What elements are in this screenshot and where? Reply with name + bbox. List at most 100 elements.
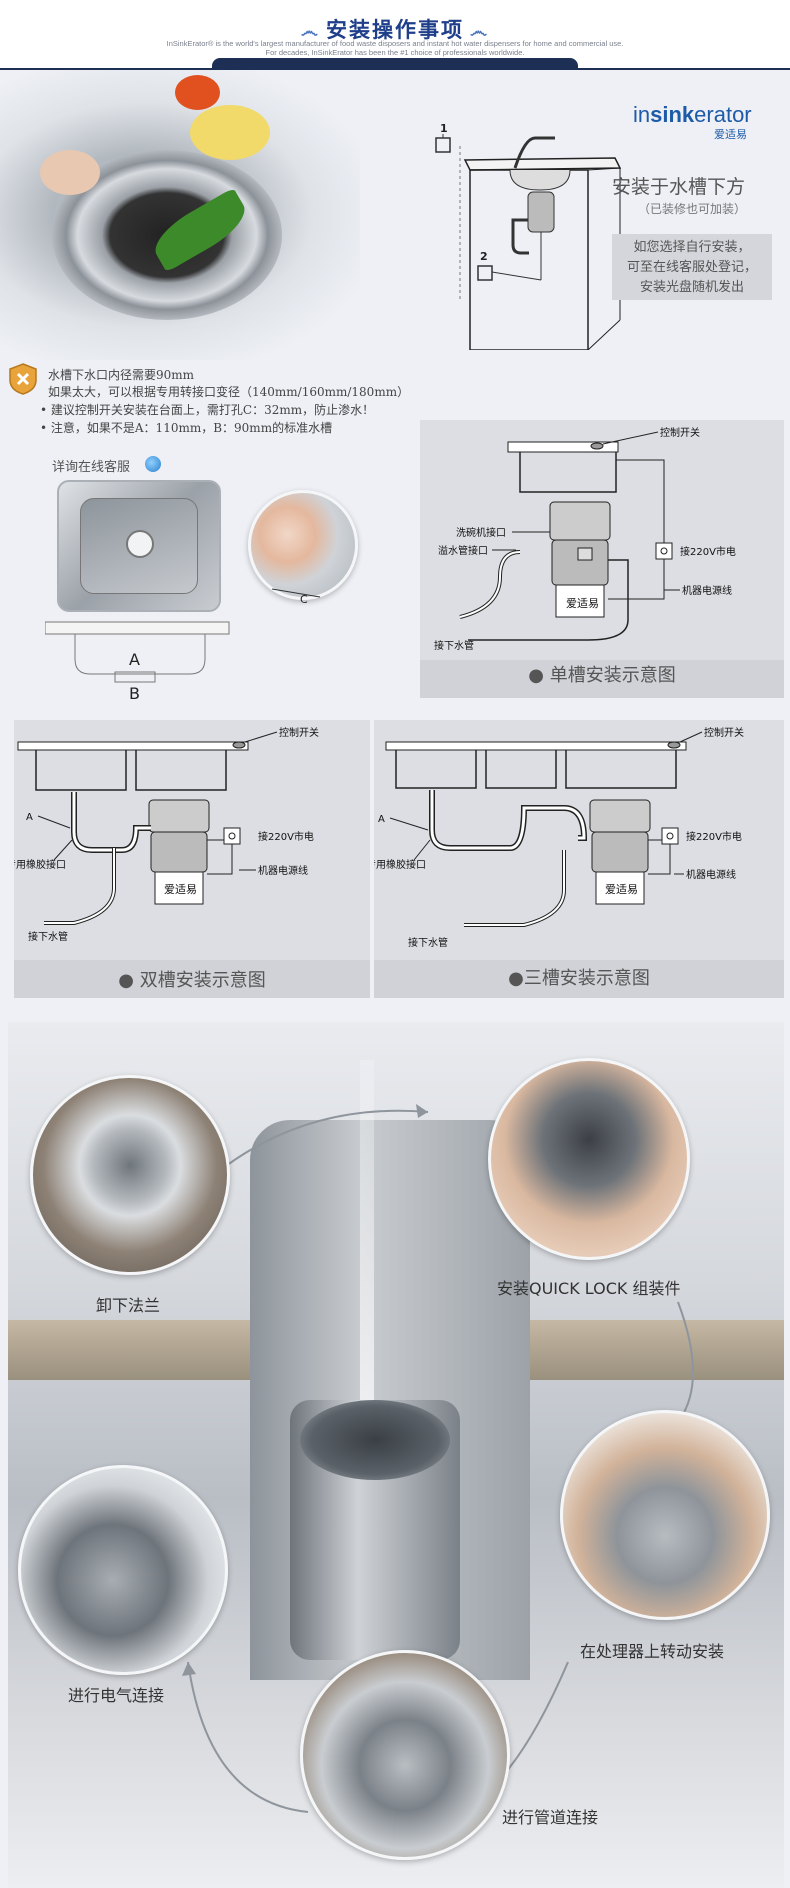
label-a: A — [26, 812, 33, 823]
switch-size-c-callout: C — [271, 588, 321, 605]
disposer-body-shape — [150, 831, 208, 873]
page-title: 安装操作事项 — [326, 18, 464, 42]
label-control-switch: 控制开关 — [704, 726, 744, 739]
power-outlet-shape — [661, 827, 679, 845]
step-electrical-label: 进行电气连接 — [68, 1686, 165, 1705]
label-power-cord: 机器电源线 — [682, 584, 732, 597]
self-install-note-box: 如您选择自行安装， 可至在线客服处登记， 安装光盘随机发出 — [612, 234, 772, 300]
label-power-cord: 机器电源线 — [258, 864, 308, 877]
lemon-image — [190, 105, 270, 160]
marker-1: 1 — [440, 122, 448, 135]
note-standard-sink: • 注意，如果不是A：110mm，B：90mm的标准水槽 — [40, 421, 333, 435]
control-switch-shape — [590, 442, 604, 450]
warning-shield-icon — [9, 363, 37, 395]
switch-box-2 — [477, 265, 493, 281]
faucet-shape — [513, 136, 555, 169]
sink-bowl-left-shape — [35, 750, 127, 791]
label-power: 接220V市电 — [686, 830, 742, 843]
marker-2: 2 — [480, 250, 488, 263]
label-drain: 接下水管 — [408, 936, 448, 949]
header-subtitle-2: For decades, InSinkErator has been the #… — [265, 48, 525, 57]
under-sink-install-diagram: 1 2 — [435, 122, 622, 350]
remove-flange-photo — [30, 1075, 230, 1275]
single-sink-caption: ● 单槽安装示意图 — [528, 665, 676, 686]
eggshell-image — [40, 150, 100, 195]
logo-erator: erator — [694, 102, 752, 127]
self-install-line-1: 如您选择自行安装， — [633, 240, 751, 255]
triple-sink-panel — [374, 720, 784, 998]
chat-bubble-icon[interactable] — [145, 456, 161, 472]
disposer-base-shape — [154, 871, 204, 905]
header-tab-band — [212, 58, 578, 70]
disposer-base-shape — [595, 871, 645, 905]
label-brand: 爱适易 — [566, 597, 599, 610]
sink-bowl-shape — [519, 452, 617, 493]
double-sink-diagram: 控制开关 爱适易 A 专用橡胶接口 接下水管 接220V市电 机器电源线 — [14, 726, 319, 943]
sink-cross-section-diagram: A B — [45, 621, 230, 700]
install-under-sink-title: 安装于水槽下方 — [612, 176, 746, 198]
step-plumbing-label: 进行管道连接 — [502, 1808, 599, 1827]
quick-lock-photo — [488, 1058, 690, 1260]
drain-hose-shape — [464, 850, 566, 927]
switch-box-1 — [435, 137, 451, 153]
logo-sink: sink — [650, 102, 695, 127]
note-switch-hole: • 建议控制开关安装在台面上，需打孔C：32mm，防止渗水！ — [40, 403, 375, 417]
arrow-step2-to-step3 — [677, 1301, 694, 1423]
water-stream-image — [360, 1060, 374, 1420]
step-twist-mount-label: 在处理器上转动安装 — [580, 1642, 725, 1661]
triple-sink-diagram: 控制开关 爱适易 A 专用橡胶接口 接下水管 接220V市电 机器电源线 — [374, 726, 744, 949]
label-drain: 接下水管 — [434, 639, 474, 652]
label-control-switch: 控制开关 — [660, 426, 700, 439]
brand-logo-cn: 爱适易 — [714, 128, 747, 141]
label-brand: 爱适易 — [164, 883, 197, 896]
drain-line-shape — [468, 559, 629, 641]
electrical-connection-photo — [18, 1465, 228, 1675]
power-outlet-shape — [655, 542, 673, 560]
consult-online-link[interactable]: 详询在线客服 — [52, 460, 131, 475]
arrow-step5-to-step4 — [187, 1661, 309, 1813]
note-adapter-sizes: 如果太大，可以根据专用转接口变径（140mm/160mm/180mm） — [48, 385, 410, 399]
disposer-body-shape — [591, 831, 649, 873]
label-overflow: 溢水管接口 — [438, 544, 488, 557]
trap-pipe-shape — [429, 790, 588, 851]
twist-mount-photo — [560, 1410, 770, 1620]
label-power: 接220V市电 — [680, 545, 736, 558]
step-remove-flange-label: 卸下法兰 — [96, 1296, 161, 1315]
counter-shape — [507, 441, 619, 453]
switch-button-photo — [248, 490, 358, 600]
disposer-shape — [527, 191, 555, 233]
label-rubber-joint: 专用橡胶接口 — [374, 858, 426, 871]
self-install-line-2: 可至在线客服处登记， — [626, 260, 757, 275]
label-control-switch: 控制开关 — [279, 726, 319, 739]
caption-bar — [420, 660, 784, 698]
drain-pipe-shape — [511, 218, 529, 255]
power-outlet-shape — [223, 827, 241, 845]
header — [0, 0, 790, 68]
sink-bowl-right-shape — [135, 750, 227, 791]
label-power: 接220V市电 — [258, 830, 314, 843]
disposer-base-shape — [555, 584, 605, 618]
sink-bowl-mid-shape — [485, 750, 557, 789]
label-a: A — [129, 650, 140, 669]
overflow-hose-shape — [459, 550, 521, 619]
caption-bar — [374, 960, 784, 998]
label-b: B — [129, 684, 140, 700]
disposer-chamber-image — [300, 1400, 450, 1480]
disposer-top-shape — [148, 799, 210, 833]
arrow-step1-to-step2 — [217, 1109, 429, 1173]
sink-bowl-right-shape — [565, 750, 677, 789]
tomato-image — [175, 75, 220, 110]
single-sink-diagram: 控制开关 爱适易 洗碗机接口 溢水管接口 接下水管 接220V市电 机器电源线 — [434, 426, 736, 652]
label-c: C — [300, 593, 308, 605]
sink-bowl-shape — [509, 169, 571, 191]
control-switch-shape — [232, 741, 246, 749]
sink-bowl-left-shape — [395, 750, 477, 789]
label-a: A — [378, 814, 385, 825]
brand-logo: insinkerator — [633, 102, 752, 128]
header-subtitle-1: InSinkErator® is the world's largest man… — [166, 39, 624, 48]
sink-drain-hole-image — [126, 530, 154, 558]
note-drain-diameter: 水槽下水口内径需要90mm — [48, 368, 195, 382]
triple-sink-caption: ●三槽安装示意图 — [508, 968, 650, 989]
swirl-ornament-right-icon: ෴ — [470, 20, 490, 42]
countertop-shape — [463, 157, 622, 171]
